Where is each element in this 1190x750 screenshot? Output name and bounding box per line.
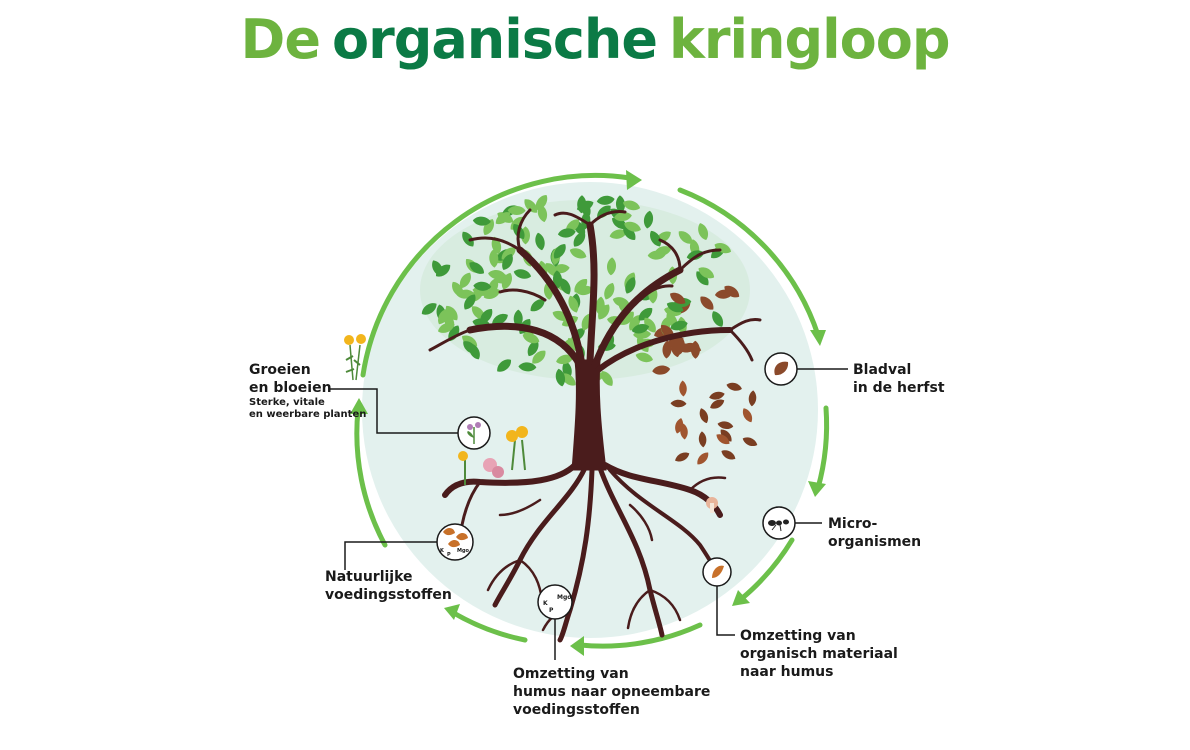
label-omzetting-voeding: Omzetting van humus naar opneembare voed…: [513, 665, 710, 719]
callout-voeding: K P Mgo: [538, 585, 572, 619]
nutrient-k-label: K: [543, 600, 548, 607]
label-omzetting-voeding-line3: voedingsstoffen: [513, 701, 710, 719]
label-micro-line1: Micro-: [828, 515, 921, 533]
arrow-segment-right: [818, 408, 827, 488]
pellet-mgo-label: Mgo: [457, 548, 470, 554]
label-natuurlijke-line2: voedingsstoffen: [325, 586, 452, 604]
label-groeien-sub2: en weerbare planten: [249, 409, 366, 421]
arrow-head-3: [808, 481, 826, 497]
callout-humus: [703, 558, 731, 586]
label-natuurlijke: Natuurlijke voedingsstoffen: [325, 568, 452, 604]
label-natuurlijke-line1: Natuurlijke: [325, 568, 452, 586]
callout-bladval: [765, 353, 797, 385]
label-groeien-line1: Groeien: [249, 361, 366, 379]
label-groeien: Groeien en bloeien Sterke, vitale en wee…: [249, 361, 366, 421]
label-groeien-line2: en bloeien: [249, 379, 366, 397]
label-micro: Micro- organismen: [828, 515, 921, 551]
nutrient-p-label: P: [549, 607, 554, 614]
label-groeien-sub1: Sterke, vitale: [249, 397, 366, 409]
nutrient-mgo-label: Mgo: [557, 594, 571, 601]
label-bladval-line2: in de herfst: [853, 379, 945, 397]
label-omzetting-humus-line3: naar humus: [740, 663, 898, 681]
pellet-p-label: P: [447, 552, 451, 558]
label-omzetting-humus: Omzetting van organisch materiaal naar h…: [740, 627, 898, 681]
label-omzetting-voeding-line1: Omzetting van: [513, 665, 710, 683]
label-omzetting-humus-line1: Omzetting van: [740, 627, 898, 645]
arrow-head-5: [570, 636, 584, 656]
label-bladval: Bladval in de herfst: [853, 361, 945, 397]
callout-groeien: [458, 417, 490, 449]
arrow-head-2: [810, 330, 826, 346]
callout-micro: [763, 507, 795, 539]
label-omzetting-humus-line2: organisch materiaal: [740, 645, 898, 663]
label-bladval-line1: Bladval: [853, 361, 945, 379]
callout-natuurlijke: K P Mgo: [437, 524, 473, 560]
label-micro-line2: organismen: [828, 533, 921, 551]
label-omzetting-voeding-line2: humus naar opneembare: [513, 683, 710, 701]
